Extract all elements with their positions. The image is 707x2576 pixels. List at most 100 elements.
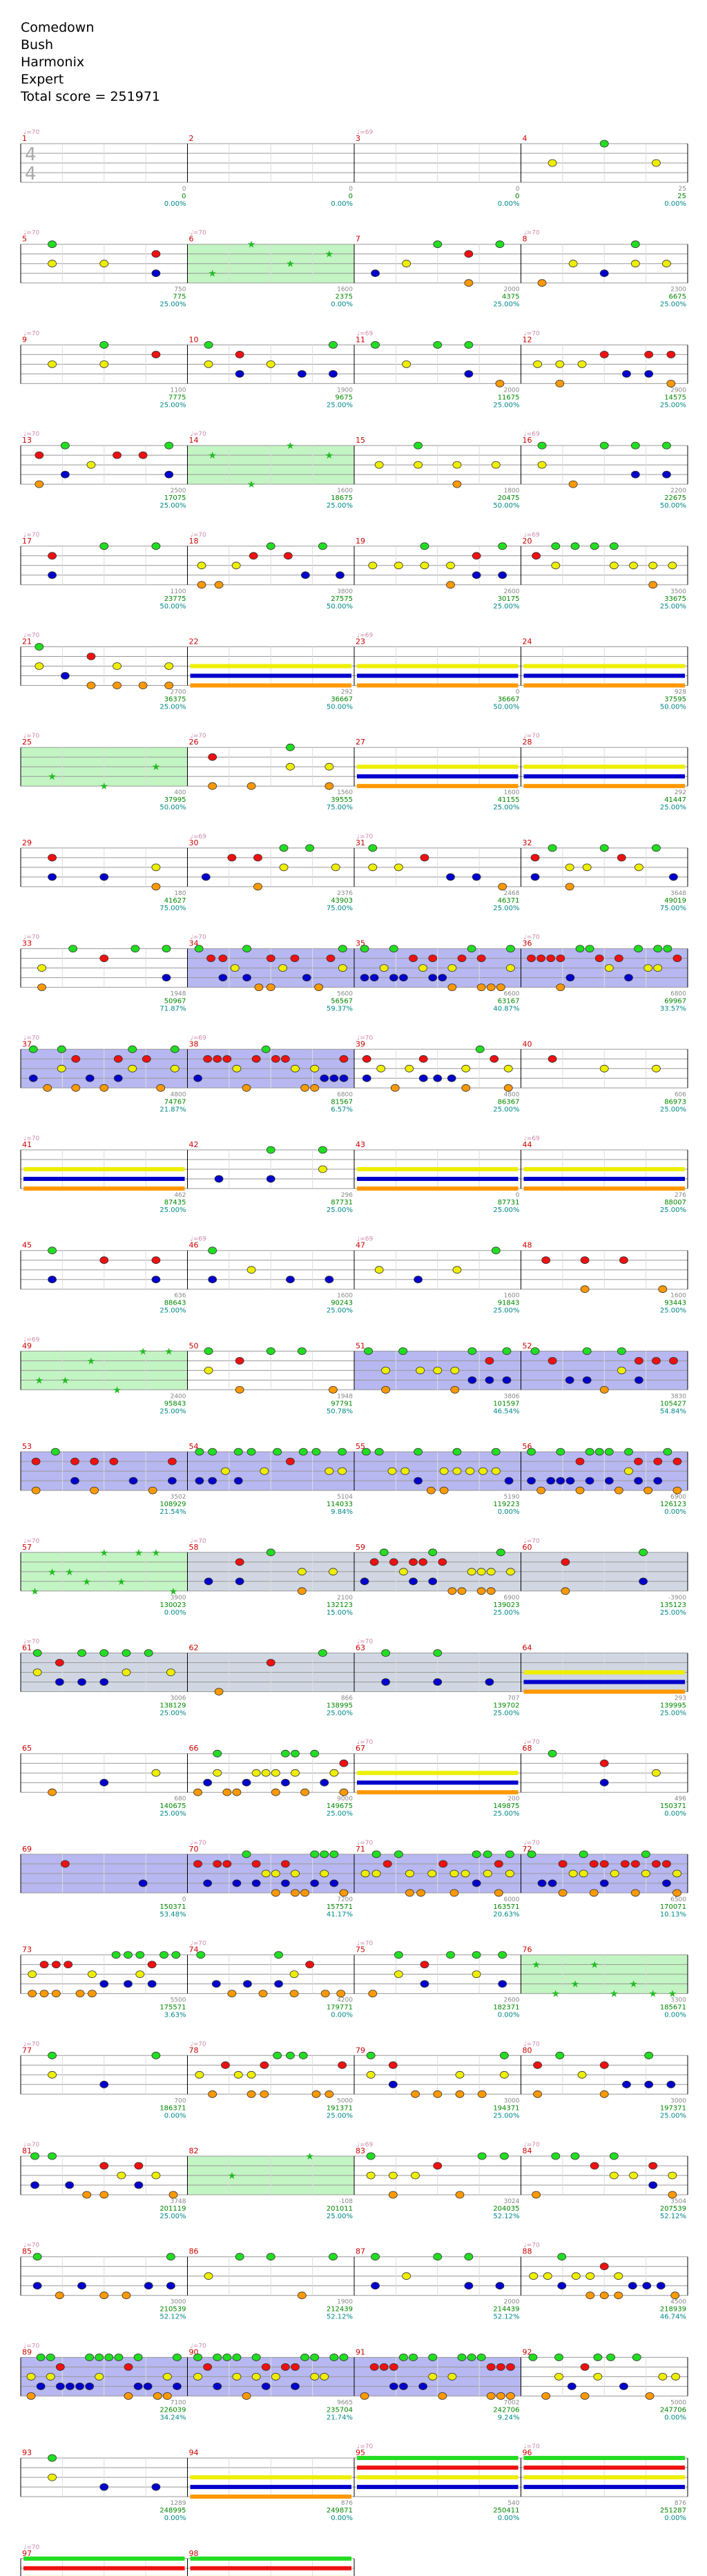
note-gem <box>283 552 293 560</box>
note-gem <box>374 461 384 469</box>
note-gem <box>151 269 161 278</box>
cumulative-score: 95843 <box>164 1400 186 1407</box>
note-gem <box>57 1045 66 1053</box>
note-gem <box>320 1990 330 1998</box>
note-gem <box>570 542 580 550</box>
note-gem <box>494 1889 503 1897</box>
note-gem <box>28 1990 37 1998</box>
cumulative-score: 87731 <box>498 1199 520 1207</box>
note-gem <box>537 461 547 469</box>
note-gem <box>639 1577 648 1586</box>
note-gem <box>446 1951 455 1959</box>
note-gem <box>99 954 109 962</box>
measure-score: 0 <box>182 186 186 193</box>
note-gem <box>420 561 429 570</box>
note-gem <box>320 2372 329 2381</box>
note-gem <box>371 269 380 278</box>
note-gem <box>585 2291 595 2300</box>
note-gem <box>271 1869 280 1878</box>
note-gem <box>371 2282 380 2290</box>
measure-score: 1600 <box>337 1293 353 1300</box>
note-gem <box>222 1860 232 1868</box>
sustain-tail <box>357 2485 519 2490</box>
note-gem <box>32 2282 42 2290</box>
measure-score: 4500 <box>670 2299 686 2306</box>
note-gem <box>203 1055 213 1063</box>
note-gem <box>310 1879 320 1887</box>
note-gem <box>232 2353 242 2361</box>
note-gem <box>133 2382 143 2390</box>
bpm-marker: ♩=70 <box>23 633 40 640</box>
note-gem <box>476 1568 486 1576</box>
note-gem <box>286 1457 295 1465</box>
note-gem <box>36 2382 46 2390</box>
note-gem <box>420 854 429 862</box>
overdrive-percent: 25.00% <box>327 1710 353 1718</box>
note-gem <box>28 1045 38 1053</box>
measure-score: 700 <box>174 2097 186 2104</box>
note-gem <box>580 1285 590 1294</box>
measure-score: 2000 <box>504 2299 520 2306</box>
overdrive-percent: 25.00% <box>493 1307 519 1315</box>
note-gem <box>311 1448 321 1456</box>
note-gem <box>457 954 467 962</box>
note-gem <box>85 2382 95 2390</box>
note-gem <box>159 1951 168 1959</box>
bpm-marker: ♩=69 <box>357 633 374 640</box>
note-gem <box>166 2282 175 2290</box>
note-gem <box>662 441 671 450</box>
star-note: ★ <box>139 1346 148 1357</box>
measure-score: 25 <box>679 186 686 193</box>
bpm-marker: ♩=70 <box>524 330 541 337</box>
note-gem <box>289 1970 299 1979</box>
bpm-marker: ♩=70 <box>191 1941 207 1948</box>
note-gem <box>388 2061 398 2069</box>
note-gem <box>246 1266 256 1274</box>
note-gem <box>394 1850 403 1858</box>
measure-number: 14 <box>189 436 199 445</box>
note-gem <box>371 340 380 349</box>
note-gem <box>400 1467 410 1475</box>
note-gem <box>589 1889 599 1897</box>
note-gem <box>291 1749 300 1758</box>
note-gem <box>310 2372 320 2381</box>
measure-number: 71 <box>356 1845 365 1854</box>
measure-number: 10 <box>189 335 199 344</box>
note-gem <box>246 2090 256 2098</box>
note-gem <box>624 974 633 981</box>
note-gem <box>90 1486 99 1494</box>
note-gem <box>55 2291 64 2300</box>
note-gem <box>446 561 455 570</box>
note-gem <box>218 974 228 981</box>
note-gem <box>147 1980 157 1988</box>
star-note: ★ <box>648 1989 657 2000</box>
note-gem <box>585 2272 595 2280</box>
note-gem <box>196 1951 206 1959</box>
note-gem <box>286 1276 295 1284</box>
measure-score: -3900 <box>668 1595 686 1602</box>
note-gem <box>561 1558 570 1566</box>
note-gem <box>246 1448 256 1456</box>
note-gem <box>580 1256 590 1265</box>
note-gem <box>297 1587 307 1595</box>
note-gem <box>298 2051 308 2059</box>
note-gem <box>208 782 217 790</box>
note-gem <box>641 1869 650 1878</box>
note-gem <box>280 1749 290 1758</box>
note-gem <box>213 1055 222 1063</box>
note-gem <box>438 974 447 981</box>
note-gem <box>648 581 658 589</box>
note-gem <box>495 380 505 387</box>
note-gem <box>411 2171 420 2180</box>
note-gem <box>221 1467 230 1475</box>
song-header: Comedown Bush Harmonix Expert Total scor… <box>21 19 160 106</box>
overdrive-percent: 25.00% <box>159 401 186 409</box>
measure-score: 6900 <box>504 1595 520 1602</box>
note-gem <box>537 279 547 287</box>
note-gem <box>433 240 443 249</box>
note-gem <box>599 441 609 450</box>
measure-score: 5500 <box>171 1997 186 2004</box>
overdrive-percent: 34.24% <box>159 2414 186 2421</box>
measure-score: 2700 <box>171 689 186 696</box>
cumulative-score: 37595 <box>664 696 686 704</box>
